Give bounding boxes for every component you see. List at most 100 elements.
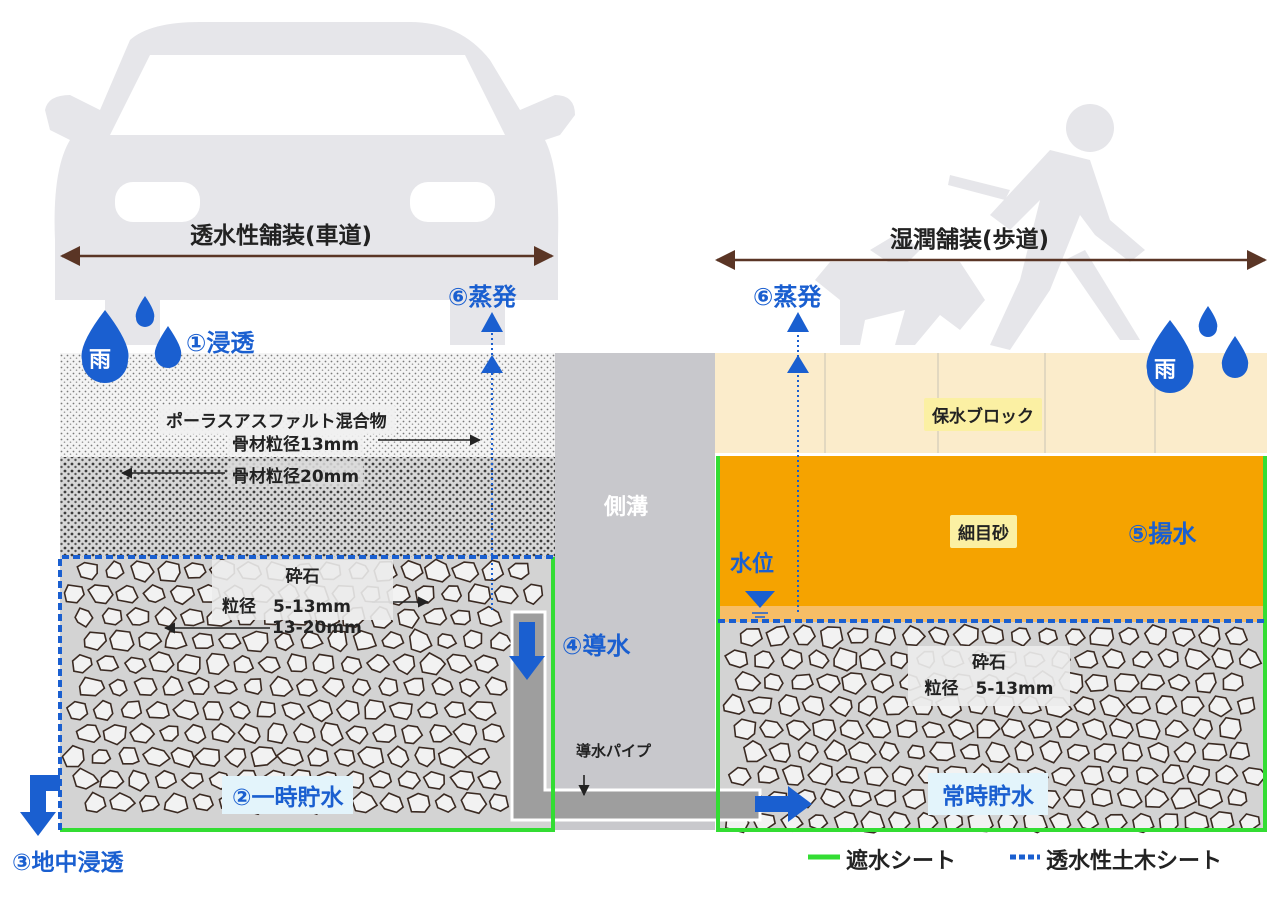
water-level-band — [718, 606, 1266, 622]
stone-shape — [1229, 741, 1251, 761]
stone-shape — [1099, 694, 1126, 718]
stone-shape — [205, 652, 230, 676]
stone-shape — [408, 628, 433, 653]
stone-shape — [102, 723, 127, 746]
stone-shape — [345, 725, 369, 745]
stone-shape — [1038, 627, 1059, 646]
stone-shape — [1180, 696, 1205, 718]
stone-shape — [125, 606, 150, 626]
stone-shape — [327, 630, 348, 653]
stone-shape — [522, 583, 544, 606]
waterproof-sheet-right — [716, 456, 1267, 832]
stone-shape — [467, 583, 492, 605]
stone-shape — [833, 646, 858, 672]
stone-shape — [1147, 742, 1170, 764]
stone-shape — [816, 673, 841, 694]
rain-label-right: 雨 — [1154, 358, 1177, 383]
stone-shape — [1227, 788, 1248, 807]
stone-shape — [414, 585, 435, 604]
stone-shape — [437, 632, 458, 649]
stone-shape — [352, 678, 372, 697]
stone-shape — [1084, 673, 1109, 693]
stone-shape — [371, 723, 397, 744]
stone-shape — [1080, 765, 1105, 786]
stone-shape — [1107, 765, 1129, 785]
stone-shape — [907, 744, 926, 760]
stone-shape — [976, 718, 1001, 739]
stone-shape — [257, 656, 281, 674]
stone-shape — [1039, 740, 1063, 764]
stone-shape — [1116, 787, 1143, 809]
stone-shape — [237, 723, 261, 745]
stone-shape — [1125, 696, 1152, 715]
stone-shape — [1073, 649, 1099, 669]
stone-shape — [437, 746, 469, 769]
stone-shape — [141, 746, 171, 767]
stone-shape — [180, 772, 204, 790]
stone-shape — [364, 699, 387, 720]
stone-shape — [462, 629, 483, 650]
stone-shape — [397, 770, 422, 790]
stone-shape — [128, 769, 150, 792]
stone-shape — [381, 630, 405, 650]
stone-shape — [846, 627, 869, 644]
stone-shape — [460, 791, 488, 815]
stone-shape — [118, 746, 140, 765]
stone-shape — [722, 693, 746, 715]
stone-shape — [63, 584, 85, 604]
stone-shape — [863, 766, 889, 787]
stone-shape — [727, 766, 752, 786]
stone-shape — [1164, 719, 1190, 739]
stone-shape — [1062, 788, 1086, 809]
legend-permeable-label: 透水性土木シート — [1046, 849, 1223, 874]
stone-shape — [785, 719, 812, 741]
stone-shape — [1132, 812, 1155, 834]
rain-drop-medium-icon — [154, 326, 182, 368]
stone-shape — [1144, 787, 1170, 809]
stone-shape — [1198, 624, 1221, 648]
stone-shape — [1173, 741, 1197, 763]
stone-shape — [1121, 741, 1143, 762]
stone-shape — [379, 792, 405, 814]
stone-shape — [801, 695, 825, 717]
stone-shape — [1101, 648, 1126, 670]
stone-shape — [170, 746, 195, 769]
stone-shape — [1236, 696, 1256, 715]
stone-shape — [115, 584, 139, 604]
stone-shape — [1089, 627, 1115, 647]
stone-shape — [423, 558, 451, 583]
waterproof-sheet-left — [60, 557, 555, 832]
stone-shape — [157, 560, 181, 583]
stone-shape — [78, 676, 106, 697]
stone-shape — [419, 651, 447, 676]
stone-shape — [148, 651, 175, 673]
ground-infiltration-arrow — [20, 775, 60, 836]
rain-drop-small-icon — [135, 296, 155, 327]
stone-shape — [431, 676, 454, 696]
label-evaporation-left: ⑥蒸発 — [448, 283, 517, 311]
stone-shape — [368, 770, 393, 789]
flow-to-storage-arrow — [755, 786, 812, 822]
stone-shape — [1157, 648, 1179, 669]
stone-shape — [101, 607, 123, 626]
stone-shape — [778, 694, 801, 717]
stone-shape — [1066, 743, 1090, 762]
stone-shape — [400, 559, 424, 582]
stone-shape — [458, 678, 481, 698]
stone-shape — [724, 649, 749, 669]
stone-shape — [819, 626, 844, 650]
stone-shape — [306, 699, 334, 723]
stone-shape — [468, 700, 497, 722]
evaporation-arrow-left-mid — [481, 355, 503, 373]
stone-shape — [414, 746, 436, 768]
stone-shape — [295, 678, 318, 697]
stone-shape — [406, 792, 431, 813]
stone-shape — [191, 632, 215, 650]
legend-waterproof-label: 遮水シート — [846, 849, 957, 874]
stone-shape — [1197, 788, 1224, 810]
stone-shape — [835, 765, 860, 784]
stone-shape — [841, 672, 867, 695]
stone-shape — [1238, 648, 1263, 669]
rain-drop-medium-icon — [1221, 336, 1249, 378]
stone-shape — [768, 742, 791, 763]
